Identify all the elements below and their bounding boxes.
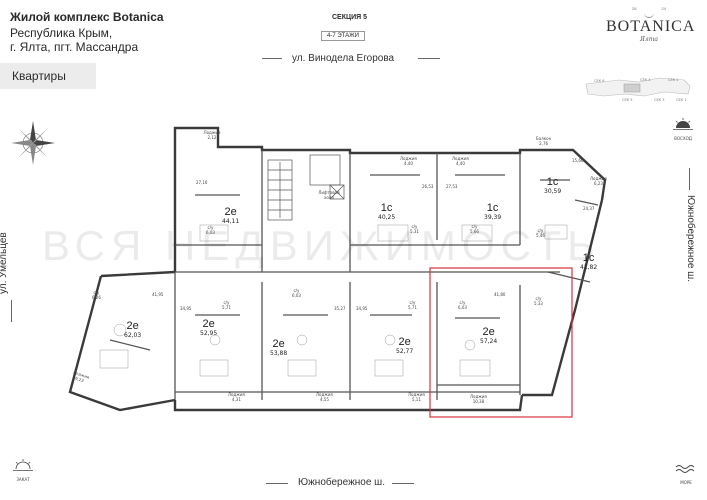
keymap-label: СЕК 5 [622, 98, 632, 102]
apartment-area: 39,39 [484, 214, 502, 221]
apartment-kitchen-area: 26,53 [422, 184, 434, 189]
street-bottom: Южнобережное ш. [298, 477, 385, 488]
apartment-kitchen-area: 27,16 [196, 180, 208, 185]
apartment-kitchen-area: 27,53 [446, 184, 458, 189]
apartment-2e-57-selected[interactable]: 2е 57,24 [480, 326, 497, 345]
sunrise-icon: ВОСХОД [668, 117, 698, 141]
complex-title: Жилой комплекс Botanica [10, 10, 164, 24]
apartment-type: 1с [380, 202, 393, 214]
section-keymap: СЕК 6 СЕК 4 СЕК 2 СЕК 5 СЕК 3 СЕК 1 [584, 72, 694, 106]
street-left-line [11, 300, 12, 322]
street-line-left-bottom [266, 483, 288, 484]
lift-hall-label: Лифтовой холл [318, 190, 340, 200]
apartment-2e-53[interactable]: 2е 53,88 [270, 338, 287, 357]
apartment-type: 2е [398, 336, 411, 348]
apartment-type: 1с [582, 252, 595, 264]
floors-badge: 4-7 ЭТАЖИ [321, 31, 365, 41]
street-right-line [689, 168, 690, 190]
sunset-icon: ЗАКАТ [8, 458, 38, 482]
address-line-2: г. Ялта, пгт. Массандра [10, 40, 139, 54]
keymap-label: СЕК 6 [594, 79, 604, 83]
apartment-area: 52,95 [200, 330, 218, 337]
apartment-kitchen-area: 15,66 [572, 158, 584, 163]
apartment-type: 2е [224, 206, 237, 218]
compass-rose [10, 120, 56, 171]
apartment-type: 2е [126, 320, 139, 332]
apartment-1c-41[interactable]: 1с 41,82 [580, 252, 597, 271]
street-line-right [418, 58, 440, 59]
apartment-area: 41,82 [580, 264, 598, 271]
section-label: СЕКЦИЯ 5 [332, 14, 368, 21]
street-line-left [262, 58, 282, 59]
apartment-area: 44,11 [222, 218, 240, 225]
apartment-area: 57,24 [480, 338, 498, 345]
apartment-type: 1с [546, 176, 559, 188]
sea-icon: МОРЕ [672, 462, 700, 485]
apartment-type: 1с [486, 202, 499, 214]
street-line-right-bottom [392, 483, 414, 484]
apartment-type: 2е [482, 326, 495, 338]
keymap-label: СЕК 4 [640, 78, 651, 82]
keymap-label: СЕК 3 [654, 98, 664, 102]
apartment-area: 52,77 [396, 348, 414, 355]
apartment-1c-39[interactable]: 1с 39,39 [484, 202, 501, 221]
apartment-kitchen-area: 24,37 [583, 206, 595, 211]
apartment-area: 30,59 [544, 188, 562, 195]
keymap-label: СЕК 1 [676, 98, 686, 102]
apartment-1c-40[interactable]: 1с 40,25 [378, 202, 395, 221]
sunrise-label: ВОСХОД [674, 136, 692, 141]
apartment-kitchen-area: 35,27 [334, 306, 346, 311]
apartment-area: 53,88 [270, 350, 288, 357]
apartment-type: 2е [202, 318, 215, 330]
sea-label: МОРЕ [680, 480, 692, 485]
apartment-2e-52-95[interactable]: 2е 52,95 [200, 318, 217, 337]
tab-apartments[interactable]: Квартиры [0, 63, 96, 89]
apartment-kitchen-area: 34,95 [180, 306, 192, 311]
apartment-kitchen-area: 41,80 [494, 292, 506, 297]
watermark: ВСЯ НЕДВИЖИМОСТЬ [42, 222, 601, 269]
address-line-1: Республика Крым, [10, 26, 113, 40]
street-top: ул. Винодела Егорова [292, 53, 395, 64]
apartment-2e-44[interactable]: 2е 44,11 [222, 206, 239, 225]
apartment-type: 2е [272, 338, 285, 350]
sunset-label: ЗАКАТ [16, 477, 30, 482]
apartment-area: 62,03 [124, 332, 142, 339]
keymap-label: СЕК 2 [668, 78, 678, 82]
apartment-area: 40,25 [378, 214, 396, 221]
apartment-2e-62[interactable]: 2е 62,03 [124, 320, 141, 339]
apartment-kitchen-area: 34,95 [356, 306, 368, 311]
apartment-1c-30[interactable]: 1с 30,59 [544, 176, 561, 195]
apartment-2e-52-77[interactable]: 2е 52,77 [396, 336, 413, 355]
apartment-kitchen-area: 41,95 [152, 292, 164, 297]
